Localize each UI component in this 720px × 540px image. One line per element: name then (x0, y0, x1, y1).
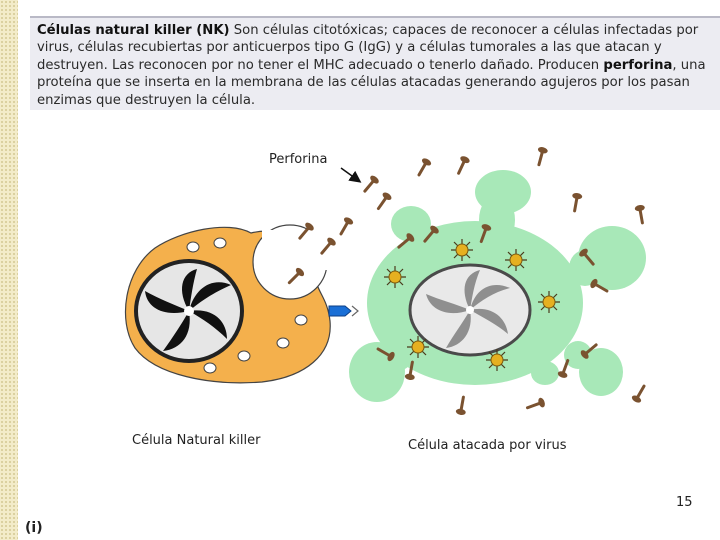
footnote-marker: (i) (25, 520, 43, 536)
perforin-arrow (341, 168, 359, 181)
nk-cell (125, 225, 332, 383)
infected-cell-label: Célula atacada por virus (408, 438, 566, 453)
receptor-contact (329, 306, 358, 316)
page-number: 15 (676, 495, 693, 510)
perforin-label: Perforina (269, 152, 327, 167)
nk-cell-label: Célula Natural killer (132, 433, 260, 448)
